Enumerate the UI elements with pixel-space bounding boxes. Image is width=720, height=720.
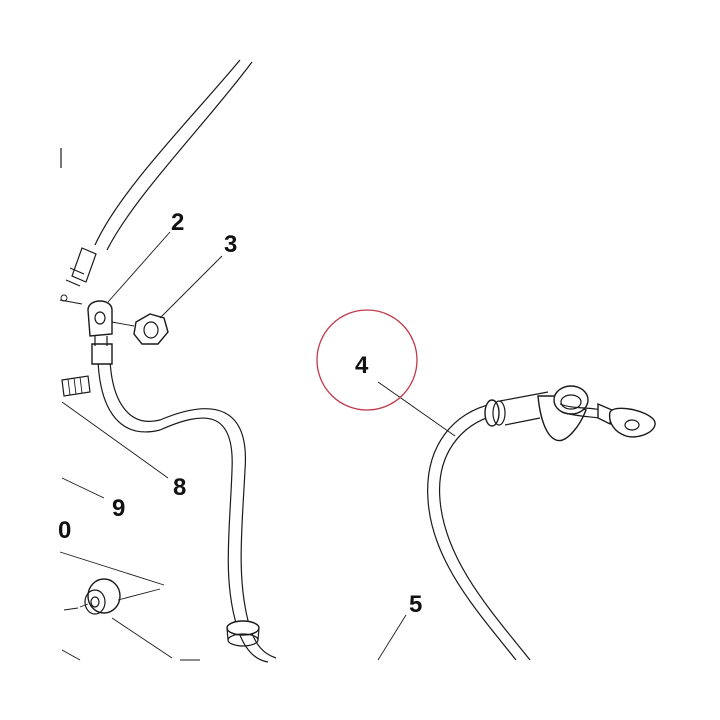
- callout-3: 3: [224, 231, 237, 258]
- lower-grommet: [63, 578, 121, 615]
- callout-9: 9: [112, 495, 125, 522]
- callout-8: 8: [173, 474, 186, 501]
- highlight-circle: [316, 309, 418, 411]
- stud-bolt: [61, 375, 91, 397]
- leader-lines: [59, 231, 456, 661]
- callout-5: 5: [409, 591, 422, 618]
- left-cable: [87, 300, 277, 663]
- callout-4: 4: [355, 352, 369, 379]
- callout-2: 2: [171, 209, 184, 236]
- background-hose: [59, 59, 253, 305]
- flange-nut: [111, 313, 169, 345]
- right-cable: [427, 385, 656, 661]
- callout-10: 0: [58, 517, 71, 544]
